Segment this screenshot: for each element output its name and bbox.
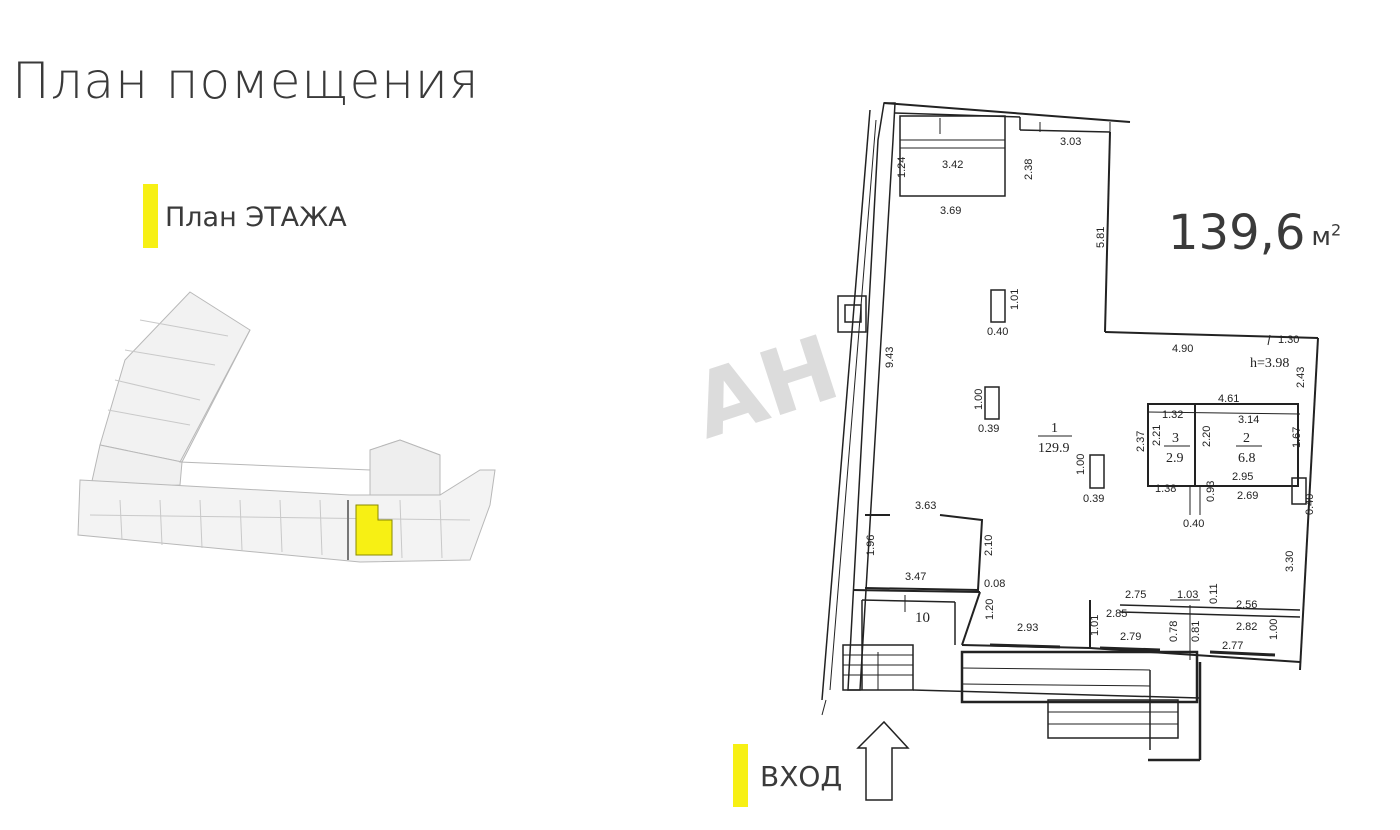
svg-text:3.03: 3.03 xyxy=(1060,136,1081,148)
floor-plan-marker xyxy=(143,184,158,248)
floor-plan-label: План ЭТАЖА xyxy=(165,202,347,233)
svg-text:2.82: 2.82 xyxy=(1236,621,1257,633)
svg-text:5.81: 5.81 xyxy=(1095,227,1107,248)
svg-text:2.79: 2.79 xyxy=(1120,631,1141,643)
svg-text:1.01: 1.01 xyxy=(1009,289,1021,310)
svg-text:2.56: 2.56 xyxy=(1236,599,1257,611)
svg-text:2.69: 2.69 xyxy=(1237,490,1258,502)
svg-text:2.85: 2.85 xyxy=(1106,608,1127,620)
svg-text:2.21: 2.21 xyxy=(1151,425,1163,446)
entrance-marker xyxy=(733,744,748,807)
svg-text:2.10: 2.10 xyxy=(983,535,995,556)
svg-text:2.93: 2.93 xyxy=(1017,622,1038,634)
entrance-label: ВХОД xyxy=(760,760,843,793)
svg-text:1.00: 1.00 xyxy=(1075,454,1087,475)
unit-floor-plan xyxy=(821,102,1319,801)
svg-text:9.43: 9.43 xyxy=(884,347,896,368)
area-value: 139,6 xyxy=(1168,205,1306,261)
svg-text:3.42: 3.42 xyxy=(942,159,963,171)
svg-text:1.38: 1.38 xyxy=(1155,483,1176,495)
svg-text:0.40: 0.40 xyxy=(1304,494,1316,515)
svg-text:2.37: 2.37 xyxy=(1135,431,1147,452)
watermark-logo: АН xyxy=(681,315,851,460)
svg-text:1.00: 1.00 xyxy=(973,389,985,410)
svg-text:0.78: 0.78 xyxy=(1168,621,1180,642)
room-10-number: 10 xyxy=(915,610,930,626)
svg-text:3.69: 3.69 xyxy=(940,205,961,217)
svg-text:1.32: 1.32 xyxy=(1162,409,1183,421)
svg-text:2.43: 2.43 xyxy=(1295,367,1307,388)
svg-text:0.81: 0.81 xyxy=(1190,621,1202,642)
room-3-area: 2.9 xyxy=(1166,451,1184,466)
room-1-area: 129.9 xyxy=(1038,441,1070,456)
room-1-number: 1 xyxy=(1051,421,1058,436)
svg-text:1.30: 1.30 xyxy=(1278,334,1299,346)
svg-text:0.40: 0.40 xyxy=(987,326,1008,338)
svg-text:1.03: 1.03 xyxy=(1177,589,1198,601)
svg-text:2.20: 2.20 xyxy=(1201,426,1213,447)
highlighted-unit xyxy=(355,504,393,556)
svg-text:1.67: 1.67 xyxy=(1291,427,1303,448)
svg-text:4.90: 4.90 xyxy=(1172,343,1193,355)
svg-text:h=3.98: h=3.98 xyxy=(1250,356,1289,371)
dimension-labels: 3.03 3.42 1.24 2.38 3.69 5.81 1.01 0.40 … xyxy=(865,136,1316,652)
svg-text:2.38: 2.38 xyxy=(1023,159,1035,180)
svg-text:3.63: 3.63 xyxy=(915,500,936,512)
svg-text:0.93: 0.93 xyxy=(1205,481,1217,502)
svg-text:1.01: 1.01 xyxy=(1089,615,1101,636)
page-title: План помещения xyxy=(12,52,480,110)
room-2-area: 6.8 xyxy=(1238,451,1256,466)
svg-text:1.20: 1.20 xyxy=(984,599,996,620)
svg-text:3.47: 3.47 xyxy=(905,571,926,583)
svg-text:4.61: 4.61 xyxy=(1218,393,1239,405)
room-labels: 1 129.9 2 6.8 3 2.9 10 xyxy=(915,421,1262,626)
svg-text:0.11: 0.11 xyxy=(1208,583,1220,604)
entrance-arrow-icon xyxy=(856,720,910,801)
svg-text:0.40: 0.40 xyxy=(1183,518,1204,530)
svg-text:0.39: 0.39 xyxy=(978,423,999,435)
svg-text:3.30: 3.30 xyxy=(1284,551,1296,572)
svg-text:1.00: 1.00 xyxy=(1268,619,1280,640)
svg-text:0.39: 0.39 xyxy=(1083,493,1104,505)
svg-text:0.08: 0.08 xyxy=(984,578,1005,590)
svg-text:2.75: 2.75 xyxy=(1125,589,1146,601)
room-3-number: 3 xyxy=(1172,431,1179,446)
svg-text:2.77: 2.77 xyxy=(1222,640,1243,652)
svg-text:1.96: 1.96 xyxy=(865,535,877,556)
svg-text:3.14: 3.14 xyxy=(1238,414,1259,426)
floor-overview-map xyxy=(68,262,518,582)
svg-text:2.95: 2.95 xyxy=(1232,471,1253,483)
svg-text:1.24: 1.24 xyxy=(896,157,908,178)
area-unit: м2 xyxy=(1311,220,1342,252)
room-2-number: 2 xyxy=(1243,431,1250,446)
